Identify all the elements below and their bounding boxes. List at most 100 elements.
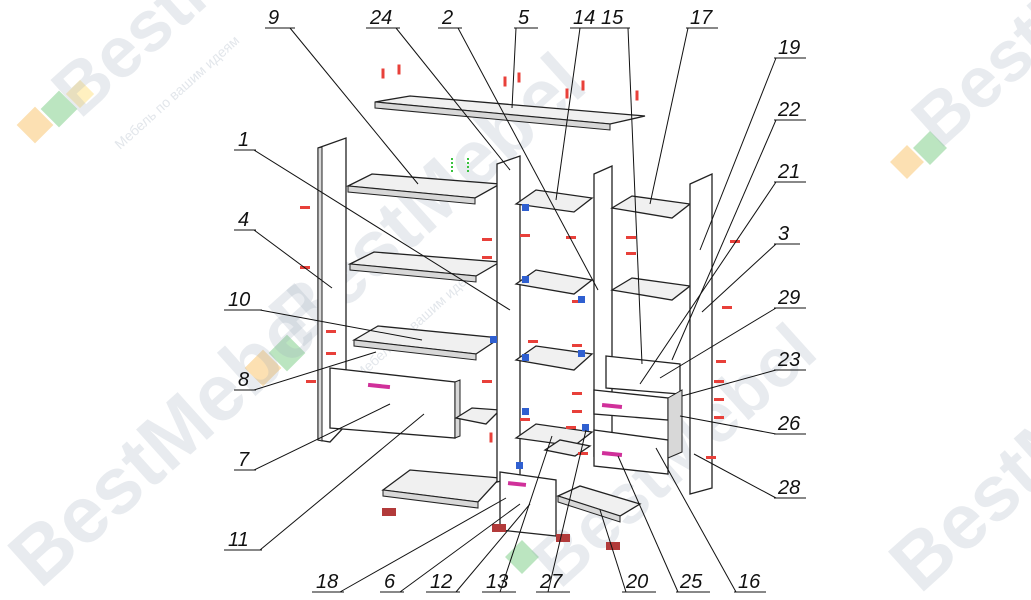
- svg-text:2: 2: [441, 7, 453, 29]
- foot: [606, 542, 620, 550]
- cam-lock-fastener: [522, 276, 529, 283]
- callouts-layer: 9 24 2 5 14 15 17 19 22 21 3 29 23 26 28…: [224, 7, 806, 593]
- screw-fastener: [578, 452, 588, 455]
- screw-fastener: [714, 398, 724, 401]
- callout-7: 7: [234, 403, 391, 471]
- left-shelf-lower-edge: [353, 339, 477, 361]
- screw-fastener: [326, 330, 336, 333]
- callout-5: 5: [511, 7, 538, 109]
- screw-fastener: [482, 380, 492, 383]
- screw-fastener: [565, 88, 569, 99]
- callout-6: 6: [380, 503, 521, 593]
- screw-fastener: [520, 234, 530, 237]
- svg-text:5: 5: [518, 7, 530, 29]
- left-drop-door: [329, 367, 456, 439]
- drawer-handle-upper: [601, 402, 623, 410]
- screw-fastener: [714, 416, 724, 419]
- svg-text:18: 18: [316, 571, 338, 593]
- cam-lock-fastener: [522, 354, 529, 361]
- screw-fastener: [489, 432, 493, 443]
- callout-26: 26: [679, 413, 806, 435]
- svg-text:1: 1: [238, 129, 249, 151]
- callout-10: 10: [224, 289, 423, 341]
- svg-text:20: 20: [625, 571, 648, 593]
- screw-fastener: [520, 418, 530, 421]
- svg-text:27: 27: [539, 571, 563, 593]
- parts-layer: [317, 95, 713, 550]
- callout-27: 27: [536, 429, 587, 593]
- callout-25: 25: [617, 455, 710, 593]
- center-shelf-2: [514, 269, 594, 295]
- svg-text:21: 21: [777, 161, 800, 183]
- screw-fastener: [482, 256, 492, 259]
- screw-fastener: [381, 68, 385, 79]
- screw-fastener: [397, 64, 401, 75]
- svg-text:29: 29: [777, 287, 800, 309]
- callout-28: 28: [693, 453, 806, 499]
- svg-text:28: 28: [777, 477, 800, 499]
- foot: [556, 534, 570, 542]
- callout-1: 1: [234, 129, 511, 311]
- svg-text:10: 10: [228, 289, 250, 311]
- foot: [382, 508, 396, 516]
- cam-lock-fastener: [578, 350, 585, 357]
- callout-20: 20: [599, 509, 656, 593]
- foot: [492, 524, 506, 532]
- svg-text:19: 19: [778, 37, 800, 59]
- callout-13: 13: [482, 435, 553, 593]
- cam-lock-fastener: [522, 408, 529, 415]
- svg-text:13: 13: [486, 571, 508, 593]
- callout-15: 15: [600, 7, 643, 365]
- callout-29: 29: [659, 287, 806, 379]
- screw-fastener: [306, 380, 316, 383]
- svg-text:15: 15: [601, 7, 624, 29]
- drawer-handle-lower: [601, 450, 623, 458]
- watermark-logo-top-left: BestMebel Мебель по вашим идеям: [16, 0, 358, 152]
- screw-fastener: [572, 392, 582, 395]
- svg-text:16: 16: [738, 571, 761, 593]
- screw-fastener: [572, 410, 582, 413]
- right-side-panel: [689, 172, 713, 495]
- callout-3: 3: [701, 223, 800, 313]
- screw-fastener: [503, 76, 507, 87]
- door-handle-left: [367, 382, 391, 390]
- callout-23: 23: [681, 349, 806, 397]
- screw-fastener: [635, 90, 639, 101]
- screw-fastener: [716, 360, 726, 363]
- center-box-handle: [507, 481, 527, 487]
- screw-fastener: [528, 340, 538, 343]
- callout-8: 8: [234, 351, 377, 391]
- screw-fastener: [566, 426, 576, 429]
- screw-fastener: [482, 238, 492, 241]
- cam-lock-fastener: [582, 424, 589, 431]
- svg-text:6: 6: [384, 571, 396, 593]
- center-shelf-3: [514, 345, 594, 371]
- screw-fastener: [730, 240, 740, 243]
- watermark-logo-right: BestMebel: [890, 0, 1031, 179]
- cam-lock-fastener: [516, 462, 523, 469]
- screw-fastener: [626, 252, 636, 255]
- callout-24: 24: [366, 7, 511, 171]
- watermark-brand-text: BestMebel: [897, 0, 1031, 162]
- callout-18: 18: [312, 497, 507, 593]
- screw-fastener: [706, 456, 716, 459]
- watermark-brand-text: BestMebel: [0, 269, 349, 600]
- screw-fastener: [714, 380, 724, 383]
- cam-lock-fastener: [522, 204, 529, 211]
- callout-21: 21: [639, 161, 806, 385]
- callout-11: 11: [224, 413, 425, 551]
- cam-lock-fastener: [490, 336, 497, 343]
- top-panel-edge: [374, 101, 611, 131]
- cam-lock-fastener: [578, 296, 585, 303]
- svg-text:25: 25: [679, 571, 703, 593]
- svg-text:11: 11: [228, 529, 249, 551]
- svg-text:24: 24: [369, 7, 392, 29]
- callout-9: 9: [265, 7, 419, 185]
- callout-12: 12: [426, 503, 531, 593]
- left-side-panel-edge: [317, 146, 323, 442]
- screw-fastener: [572, 300, 582, 303]
- screw-fastener: [581, 80, 585, 91]
- callout-19: 19: [699, 37, 806, 251]
- svg-text:4: 4: [238, 209, 249, 231]
